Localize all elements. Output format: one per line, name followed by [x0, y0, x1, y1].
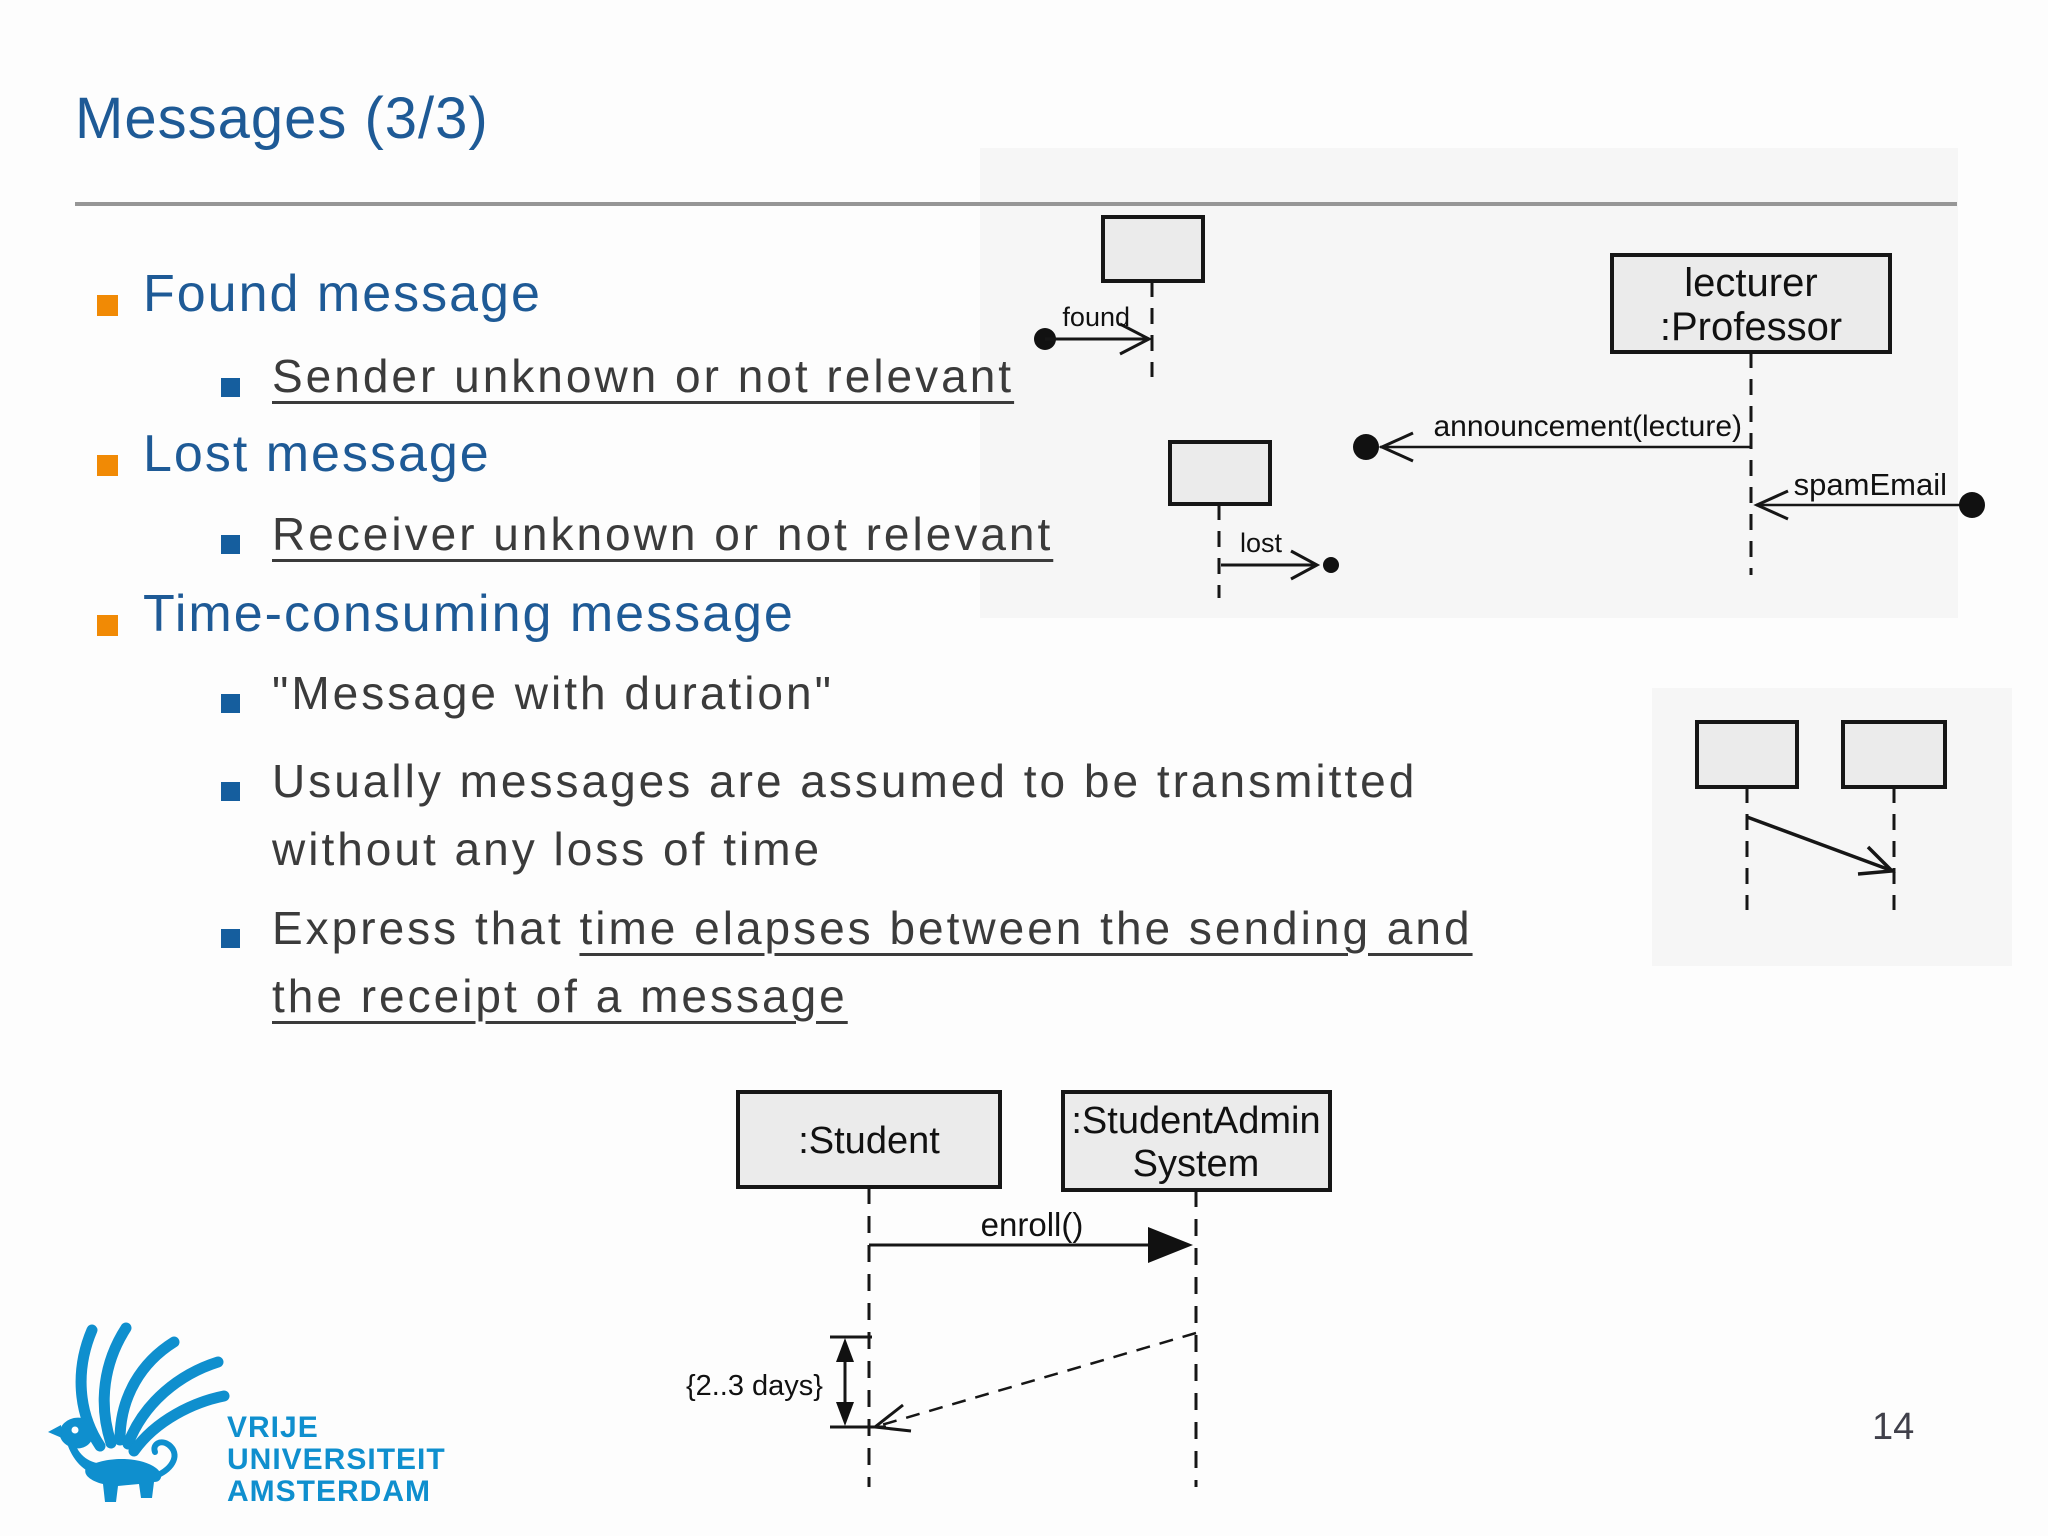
object-box: [1841, 720, 1947, 789]
object-label: System: [1133, 1143, 1260, 1185]
slanted-message-arrow: [1746, 815, 1891, 872]
object-box: [736, 1090, 1002, 1189]
object-label: :Professor: [1660, 305, 1842, 349]
uml-professor-diagram: lecturer :Professor announcement(lecture…: [1353, 253, 1985, 575]
object-label: :Student: [798, 1120, 940, 1162]
arrowhead-icon: [836, 1402, 854, 1426]
arrowhead-icon: [1290, 549, 1321, 581]
message-label: announcement(lecture): [1433, 410, 1742, 443]
uml-time-consuming-diagram: [1695, 720, 1947, 910]
message-label: enroll(): [981, 1206, 1084, 1243]
uml-student-enroll-diagram: :Student :StudentAdmin System enroll() {…: [686, 1090, 1332, 1487]
lost-message-endpoint: [1353, 434, 1379, 460]
vu-logo-griffin-icon: [48, 1322, 230, 1502]
object-box: [1168, 440, 1272, 506]
arrowhead-icon: [1119, 322, 1153, 356]
object-label: lecturer: [1684, 261, 1817, 305]
arrowhead-icon: [836, 1338, 854, 1362]
message-label: lost: [1240, 528, 1283, 558]
lost-message-endpoint: [1323, 557, 1339, 573]
object-label: :StudentAdmin: [1071, 1100, 1320, 1142]
object-box: [1101, 215, 1205, 283]
object-box: [1695, 720, 1799, 789]
arrowhead-icon: [1753, 489, 1789, 521]
arrowhead-icon: [1857, 845, 1896, 876]
found-message-endpoint: [1959, 492, 1985, 518]
dashed-return-arrow: [877, 1331, 1197, 1428]
message-label: found: [1062, 302, 1130, 332]
uml-lost-message-diagram: lost: [1168, 440, 1339, 598]
object-box: [1061, 1090, 1332, 1192]
uml-found-message-diagram: found: [1034, 215, 1205, 377]
duration-label: {2..3 days}: [686, 1370, 823, 1402]
arrowhead-icon: [1148, 1227, 1193, 1263]
arrowhead-icon: [1378, 431, 1414, 463]
message-label: spamEmail: [1794, 467, 1947, 502]
